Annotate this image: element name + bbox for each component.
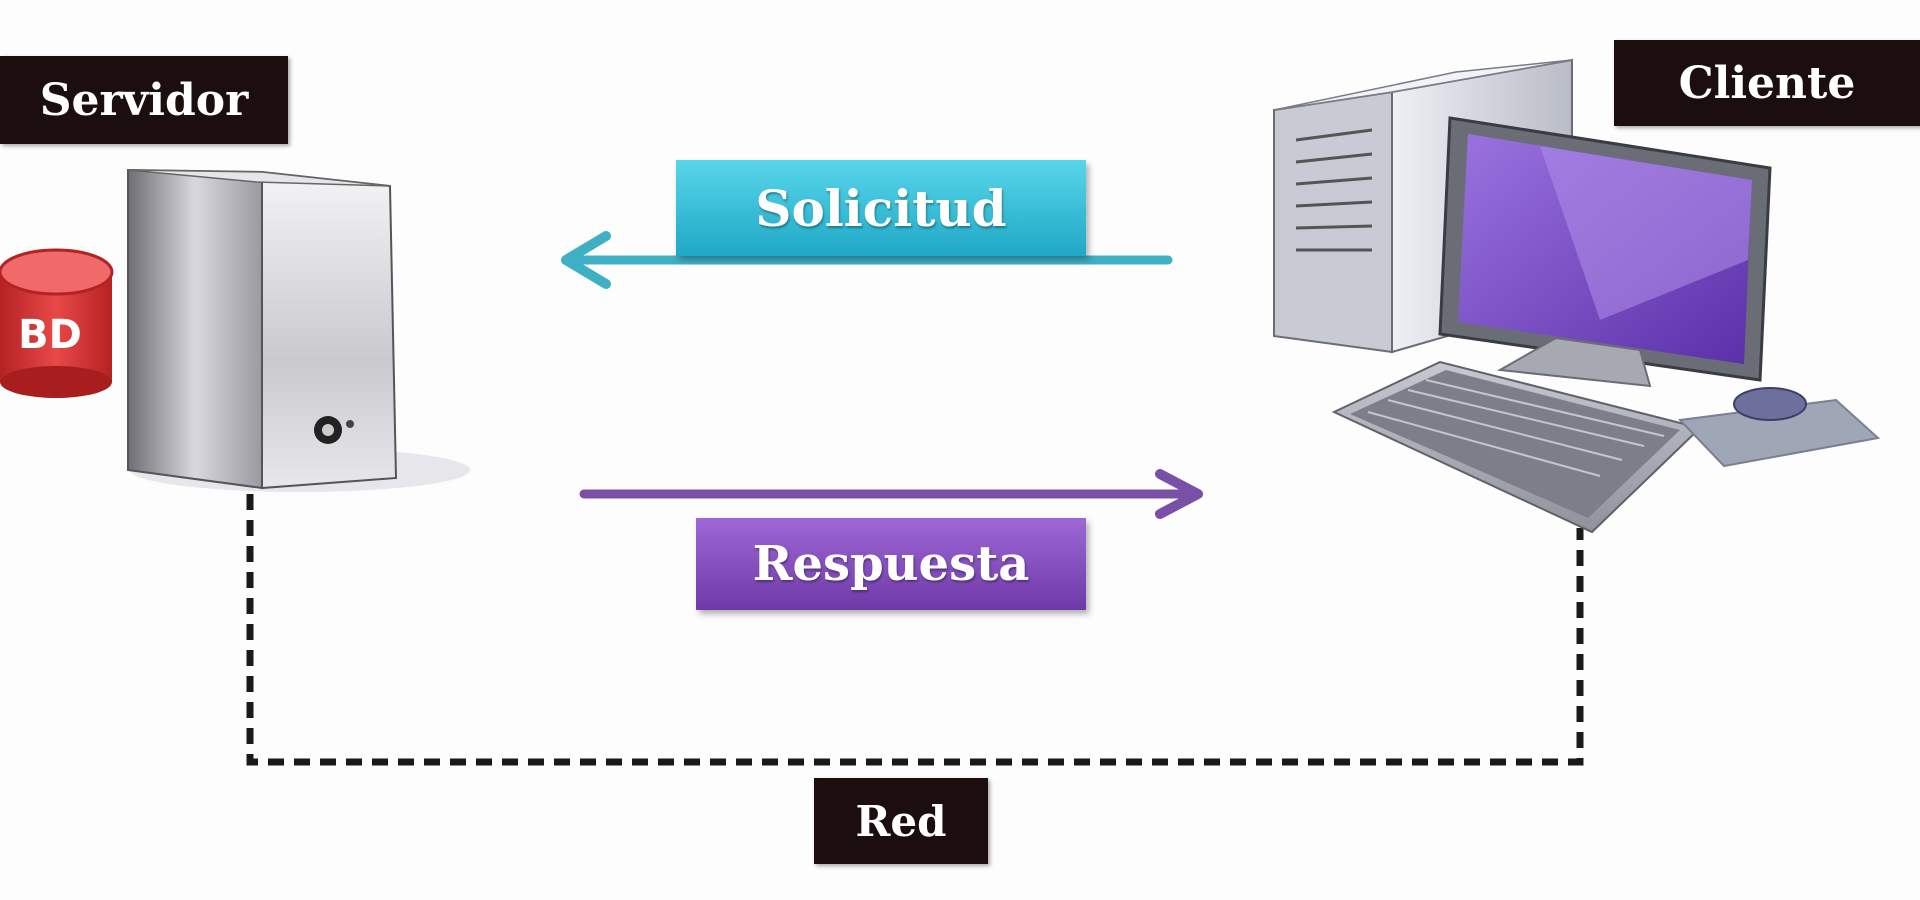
database-icon xyxy=(0,248,114,398)
desktop-computer-icon xyxy=(1273,58,1881,534)
solicitud-arrow xyxy=(561,231,1173,289)
solicitud-label: Solicitud xyxy=(676,160,1086,256)
server-tower-icon xyxy=(127,168,470,492)
respuesta-arrow xyxy=(579,469,1203,519)
red-label: Red xyxy=(814,778,988,864)
respuesta-label: Respuesta xyxy=(696,518,1086,610)
network-line xyxy=(246,494,1584,766)
database-label: BD xyxy=(18,312,82,358)
servidor-label: Servidor xyxy=(0,56,288,144)
cliente-label: Cliente xyxy=(1614,40,1920,126)
